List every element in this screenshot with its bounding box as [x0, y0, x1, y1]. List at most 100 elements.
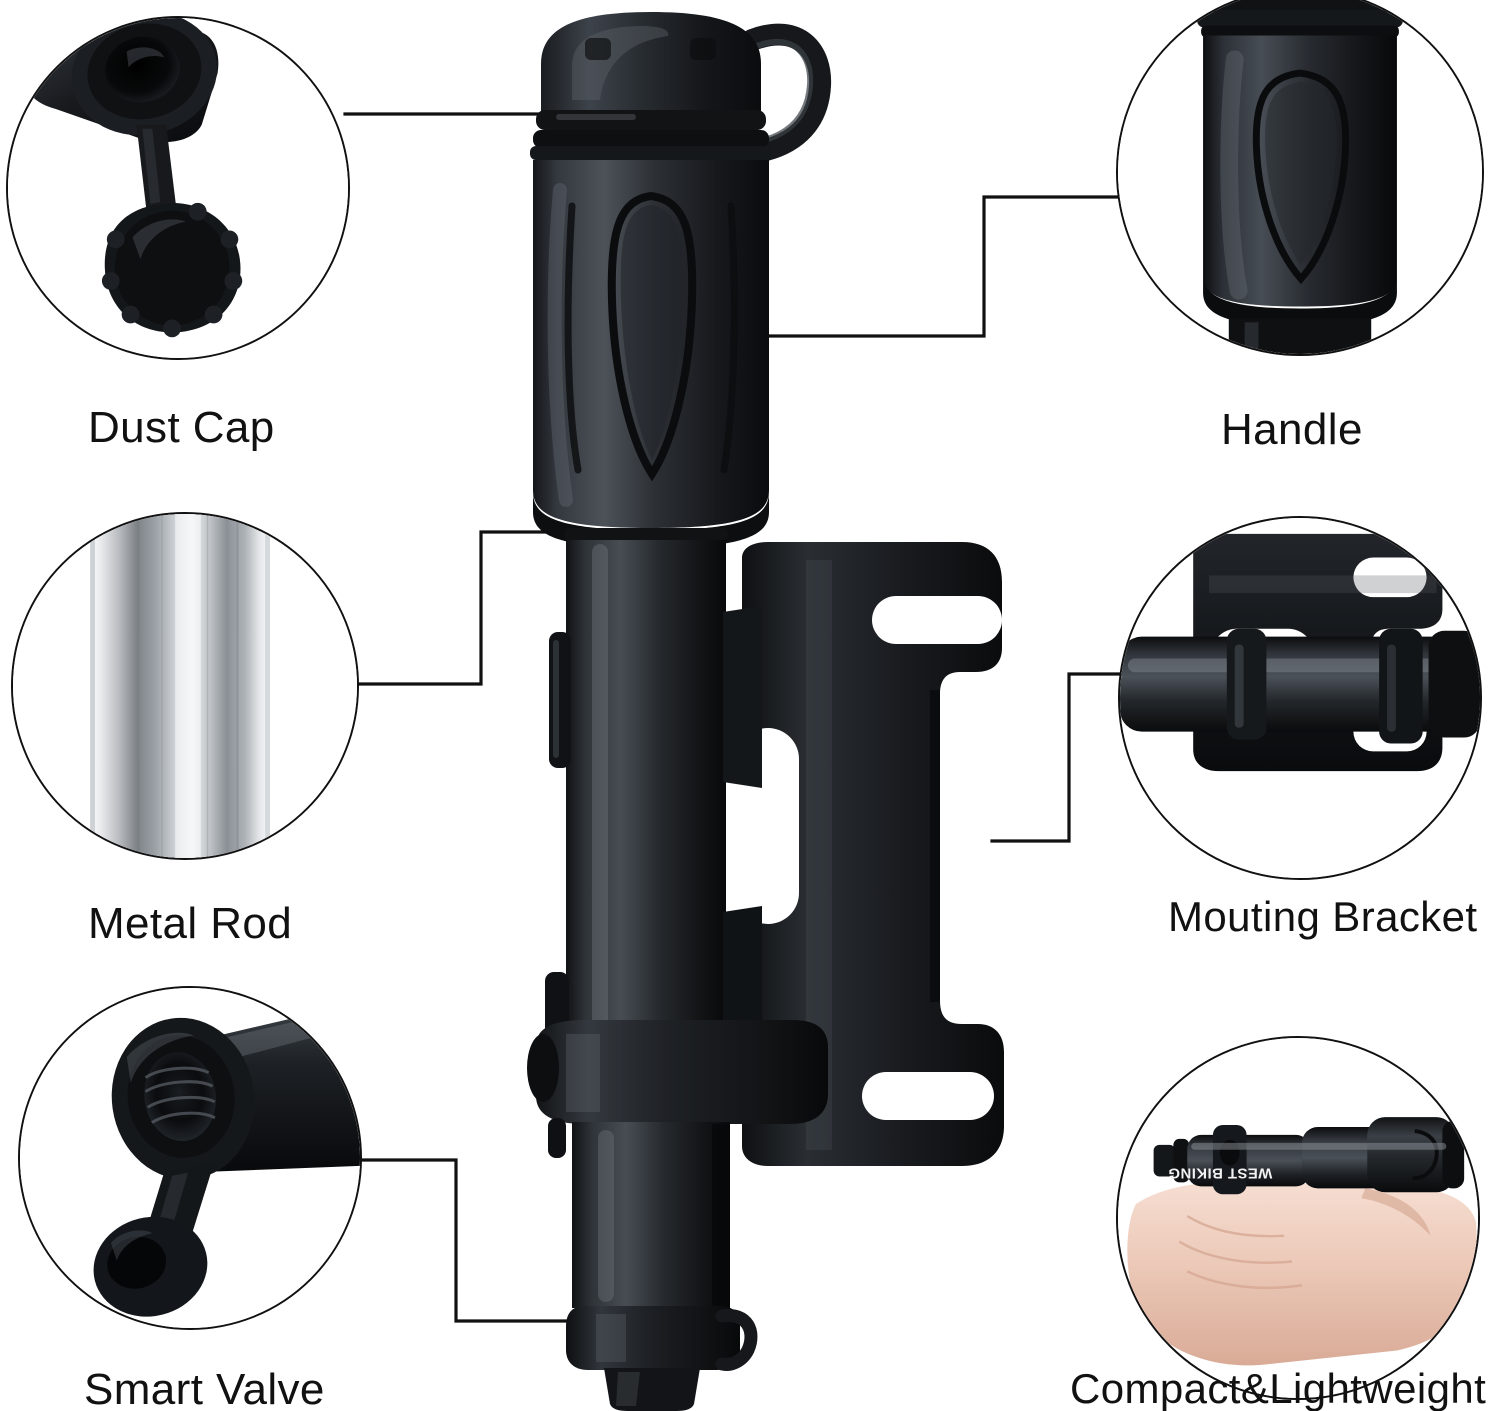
callout-compact-lightweight[interactable]: WEST BIKING [1116, 1036, 1480, 1400]
tether-loop [741, 23, 832, 161]
handle-inset-shaft [1228, 318, 1372, 354]
lower-barrel-specular [598, 1130, 614, 1302]
handle-inset-groove-fill [1265, 81, 1337, 265]
leader-line-smart-valve [357, 1158, 586, 1323]
pump-upper-barrel [545, 528, 728, 1056]
valve-tip [604, 1368, 700, 1411]
clamp-band-highlight [566, 1034, 600, 1112]
dust-cap-strap [136, 124, 177, 210]
tether-loop-highlight [754, 38, 814, 142]
label-smart-valve: Smart Valve [84, 1365, 325, 1411]
grip-groove-left [564, 202, 582, 474]
callout-mouting-bracket[interactable] [1118, 516, 1482, 880]
handle-collar-band-3 [530, 146, 772, 160]
valve-tether-ring [715, 1309, 758, 1371]
label-compact-lightweight: Compact&Lightweight [1070, 1365, 1487, 1411]
hand-finger-lines [1178, 1214, 1303, 1290]
cap-notch-left [585, 38, 611, 60]
mini-pump-valve-collar [1173, 1138, 1190, 1183]
bracket-arm-upper [723, 606, 762, 788]
hand-thumb-shadow [1361, 1188, 1431, 1236]
bracket-inset-sheen [1209, 575, 1437, 594]
metal-rod-specular [175, 514, 201, 858]
leader-line-handle [764, 195, 1126, 338]
bracket-sheen [806, 560, 832, 1150]
handle-inset-specular [1220, 50, 1248, 300]
smart-valve-barrel-gloss [217, 1009, 351, 1062]
leader-line-metal-rod [355, 530, 568, 686]
clamp-nub [548, 1118, 566, 1158]
upper-barrel-top-rim [564, 528, 728, 540]
bracket-arm-lower [723, 906, 762, 1062]
clamp-band [536, 1020, 828, 1124]
smart-valve-threads [144, 1066, 216, 1124]
metal-rod-edge-left [90, 514, 96, 858]
bracket-inset-tube [1120, 636, 1480, 732]
bracket-slot-side [737, 728, 799, 924]
handle-inset-shaft-hl [1244, 322, 1259, 354]
callout-smart-valve[interactable] [18, 986, 362, 1330]
grip-groove-center-fill [620, 205, 684, 460]
handle-grip-bottom-lip [533, 492, 769, 548]
upper-barrel [566, 530, 726, 1040]
dust-cap-disc-gloss [132, 219, 186, 260]
barrel-guide-tab-upper [549, 632, 571, 768]
grip-groove-right [720, 202, 738, 474]
mini-pump-brand-text: WEST BIKING [1168, 1165, 1272, 1181]
callout-dust-cap[interactable] [6, 16, 350, 360]
barrel-guide-tab-upper-hl [553, 640, 559, 758]
bracket-inset-slot-top [1353, 557, 1427, 598]
mini-pump-valve [1153, 1144, 1176, 1177]
handle-inset-lip [1203, 274, 1397, 327]
smart-valve-photo [20, 988, 360, 1328]
handle-inset-groove [1252, 69, 1350, 285]
bracket-inset-strap-left-hl [1234, 644, 1244, 728]
mini-pump-grip-groove [1412, 1129, 1439, 1181]
dust-cap-bore-gloss [126, 47, 165, 68]
callout-handle[interactable] [1116, 0, 1484, 356]
callout-metal-rod[interactable] [11, 512, 359, 860]
handle-grip-sleeve [533, 160, 769, 528]
upper-barrel-specular [592, 544, 608, 1030]
bracket-inset-strap-right [1379, 628, 1423, 744]
lower-barrel [572, 1122, 730, 1308]
handle-collar-band-1-hl [556, 114, 636, 120]
pump-handle-assembly [530, 12, 832, 548]
bracket-edge-shadow [930, 690, 940, 1002]
valve-collar-gloss [596, 1314, 626, 1362]
grip-groove-center [607, 191, 697, 482]
dust-cap-strap-gloss [142, 128, 161, 204]
handle-cap-gloss [572, 26, 669, 100]
label-handle: Handle [1221, 405, 1363, 454]
dust-cap-scallops [101, 202, 243, 338]
smart-valve-loop-gloss [110, 1230, 153, 1261]
mini-pump-grip [1367, 1117, 1455, 1193]
bracket-inset-tube-endcap [1428, 630, 1480, 738]
dust-cap-photo [8, 18, 348, 358]
mini-pump-end-cap [1442, 1121, 1465, 1189]
hand [1127, 1181, 1478, 1366]
label-dust-cap: Dust Cap [88, 403, 275, 452]
metal-rod-photo [13, 514, 357, 858]
mounting-bracket [723, 542, 1004, 1166]
pump-lower-barrel [566, 1122, 758, 1411]
grip-specular [547, 183, 573, 507]
handle-end-cap [541, 12, 761, 112]
pump-in-hand-photo: WEST BIKING [1118, 1038, 1478, 1398]
handle-inset-rim-3 [1201, 25, 1399, 38]
leader-line-mouting-bracket [990, 672, 1126, 843]
bracket-slot-top [872, 596, 1002, 644]
mounting-bracket-photo [1120, 518, 1480, 878]
mini-pump: WEST BIKING [1153, 1117, 1465, 1195]
handle-collar-band-2 [533, 130, 769, 148]
metal-rod-grain [137, 514, 239, 858]
dust-cap-bore [105, 36, 180, 103]
label-mouting-bracket: Mouting Bracket [1168, 893, 1478, 940]
bracket-plate [742, 542, 1004, 1166]
handle-collar-band-1 [536, 110, 766, 130]
metal-rod-edge-right [265, 514, 271, 858]
bracket-inset-strap-right-hl [1387, 644, 1396, 732]
clamp-left-boss [527, 1034, 559, 1102]
barrel-guide-tab-lower [545, 972, 569, 1056]
